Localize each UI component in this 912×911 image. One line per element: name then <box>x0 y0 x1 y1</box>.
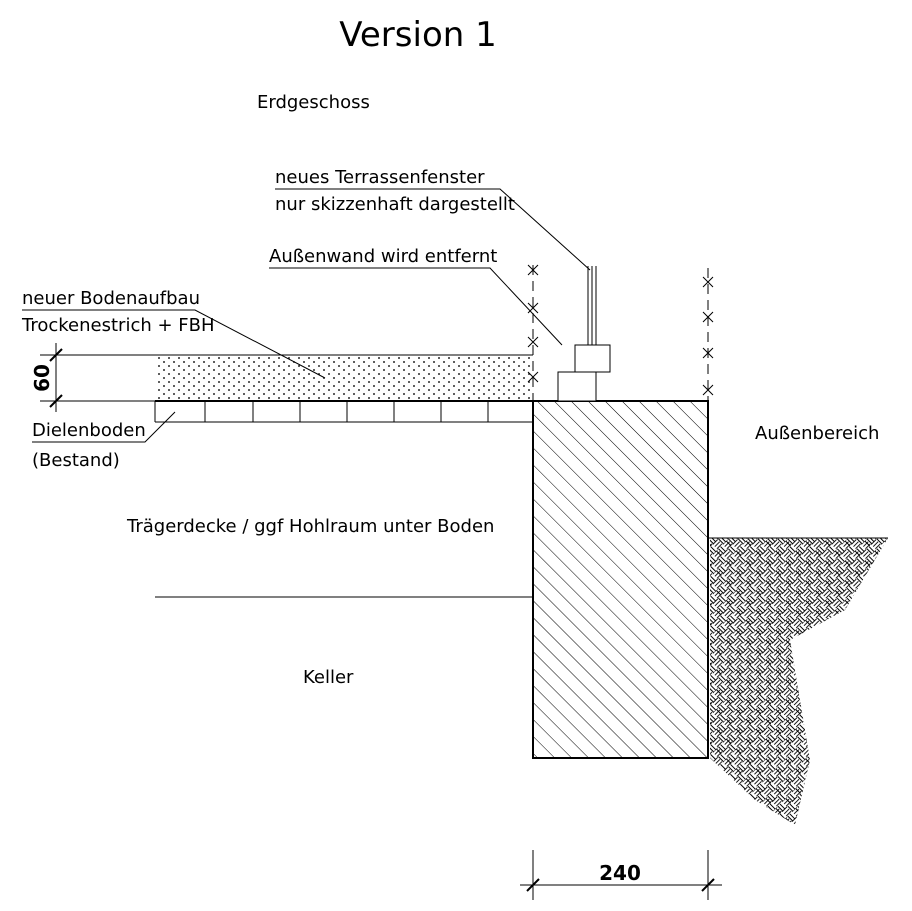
window-note-line1: neues Terrassenfenster <box>275 167 485 188</box>
terrace-window-sketch <box>557 266 611 402</box>
dimension-60 <box>40 343 155 412</box>
dimension-240 <box>520 850 722 900</box>
boards-label-line2: (Bestand) <box>32 450 120 471</box>
new-floor-label-line1: neuer Bodenaufbau <box>22 288 200 309</box>
wall-section <box>532 400 709 759</box>
dimension-240-label: 240 <box>599 861 641 885</box>
window-leader-line <box>275 188 591 271</box>
ceiling-label: Trägerdecke / ggf Hohlraum unter Boden <box>126 516 494 537</box>
outside-label: Außenbereich <box>755 423 879 444</box>
new-floor-label-line2: Trockenestrich + FBH <box>21 315 215 336</box>
boards-leader <box>32 411 176 443</box>
upper-floor-label: Erdgeschoss <box>257 92 370 113</box>
dimension-60-label: 60 <box>30 364 54 392</box>
floorboards <box>154 400 533 423</box>
drawing-title: Version 1 <box>339 15 496 55</box>
removed-wall-outline <box>527 264 714 400</box>
boards-label-line1: Dielenboden <box>32 420 146 441</box>
basement-label: Keller <box>303 667 354 688</box>
wall-removed-label: Außenwand wird entfernt <box>269 246 497 267</box>
soil-fill <box>710 538 888 825</box>
screed-layer <box>155 355 533 401</box>
window-note-line2: nur skizzenhaft dargestellt <box>275 194 515 215</box>
wall-removed-leader <box>269 267 563 346</box>
